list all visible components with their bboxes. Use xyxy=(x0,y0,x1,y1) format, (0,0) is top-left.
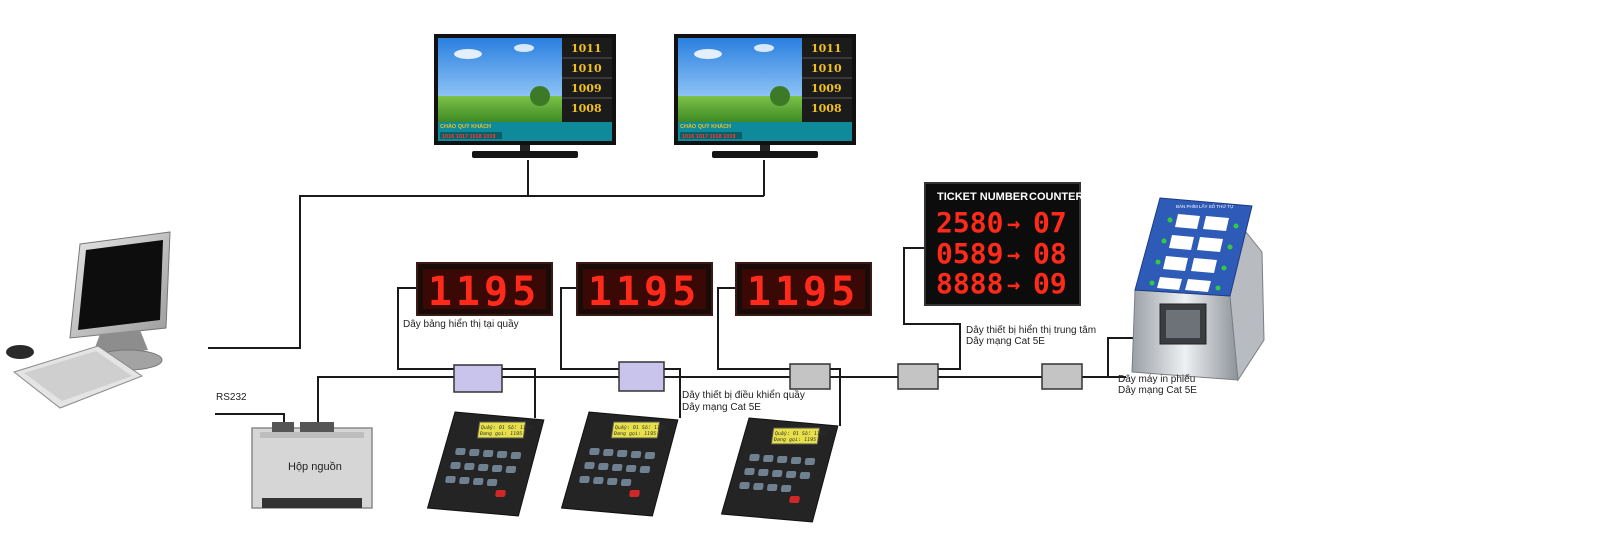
board-counter: 07 xyxy=(1033,206,1067,239)
keypad-lcd xyxy=(476,421,527,439)
arrow-right-icon: → xyxy=(1007,243,1020,268)
board-ticket: 0589 xyxy=(936,237,1003,270)
keypad-lcd-line: Đang gọi: 1195 xyxy=(613,431,656,437)
tv-ticker: 1016 1017 1018 1019 xyxy=(442,134,496,140)
connector-box-2 xyxy=(618,361,665,392)
tv-queue-row: 1009 xyxy=(811,82,842,95)
hub-port xyxy=(300,422,334,432)
tv-stand xyxy=(712,151,818,158)
display1-cable xyxy=(397,287,454,370)
board-ticket: 8888 xyxy=(936,267,1003,300)
connector-box-3 xyxy=(789,363,831,390)
board-ticket: 2580 xyxy=(936,206,1003,239)
tv-greeting: CHÀO QUÝ KHÁCH xyxy=(680,123,731,130)
kiosk-title: BÀN PHÍM LẤY SỐ THỨ TỰ xyxy=(1176,203,1234,209)
kiosk-button xyxy=(1191,258,1217,273)
arrow-right-icon: → xyxy=(1007,273,1020,298)
kiosk-button xyxy=(1185,279,1211,292)
tv-cable xyxy=(208,195,764,349)
display3-cable xyxy=(717,287,790,370)
central-board-cable xyxy=(903,247,961,370)
keypad-red-key xyxy=(789,496,800,503)
tv-queue-row: 1011 xyxy=(571,42,602,55)
board-row: 0589 → 08 xyxy=(936,237,1067,270)
arrow-right-icon: → xyxy=(1007,212,1020,237)
board-counter: 09 xyxy=(1033,267,1067,300)
keypad-lcd-line: Đang gọi: 1195 xyxy=(479,431,522,437)
counter-display-2: 1195 xyxy=(576,262,713,316)
board-row: 2580 → 07 xyxy=(936,206,1067,239)
power-hub: Hộp nguồn xyxy=(251,422,373,509)
counter-number: 1195 xyxy=(747,269,859,315)
label-central-display-cat5e: Dây mạng Cat 5E xyxy=(966,336,1045,347)
label-central-display-cable: Dây thiết bị hiển thị trung tâm xyxy=(966,324,1096,336)
keypad3-drop xyxy=(830,368,841,426)
monitor-screen xyxy=(78,240,163,330)
tv-queue-row: 1008 xyxy=(811,102,842,115)
kiosk-button xyxy=(1169,235,1194,250)
keypad-red-key xyxy=(629,490,640,497)
keypad-lcd-line: Quầy: 01 Số: 1195 xyxy=(774,430,826,437)
tv-stand xyxy=(472,151,578,158)
kiosk-leds xyxy=(1149,217,1239,291)
connector-box-1 xyxy=(453,364,503,393)
kiosk-button xyxy=(1203,216,1229,231)
kiosk-button xyxy=(1197,237,1223,252)
kiosk-button xyxy=(1163,256,1188,271)
tv-greeting: CHÀO QUÝ KHÁCH xyxy=(440,123,491,130)
counter-number: 1195 xyxy=(428,269,540,315)
desktop-computer xyxy=(6,231,171,409)
keypad2-drop xyxy=(663,368,681,418)
board-row: 8888 → 09 xyxy=(936,267,1067,300)
tv-monitor-1: CHÀO QUÝ KHÁCH 1016 1017 1018 1019 1011 … xyxy=(434,34,616,158)
keypad-lcd xyxy=(610,421,661,439)
tv-monitor-2: CHÀO QUÝ KHÁCH 1016 1017 1018 1019 1011 … xyxy=(674,34,856,158)
power-hub-label: Hộp nguồn xyxy=(288,461,342,473)
board-counter: 08 xyxy=(1033,237,1067,270)
keypad-lcd-line: Đang gọi: 1195 xyxy=(773,437,816,443)
tv-queue-row: 1010 xyxy=(811,62,842,75)
label-counter-control-cat5e: Dây mạng Cat 5E xyxy=(682,402,761,413)
tv-queue-list: 1011 1010 1009 1008 xyxy=(562,38,612,122)
ticket-kiosk: BÀN PHÍM LẤY SỐ THỨ TỰ xyxy=(1131,197,1265,382)
tv-queue-row: 1011 xyxy=(811,42,842,55)
counter-keypad-3: Quầy: 01 Số: 1195 Đang gọi: 1195 xyxy=(720,417,839,523)
keypad-lcd xyxy=(770,427,821,445)
label-printer-cat5e: Dây mạng Cat 5E xyxy=(1118,385,1197,396)
keypad-red-key xyxy=(495,490,506,497)
keypad1-drop xyxy=(500,368,536,418)
hub-terminal-strip xyxy=(262,498,362,508)
keypad-lcd-line: Quầy: 01 Số: 1195 xyxy=(480,424,532,431)
label-counter-control-cable: Dây thiết bị điều khiển quầy xyxy=(682,389,805,401)
connector-box-4 xyxy=(897,363,939,390)
kiosk-buttons xyxy=(1157,214,1229,292)
tv-queue-row: 1008 xyxy=(571,102,602,115)
keypad-lcd-line: Quầy: 01 Số: 1195 xyxy=(614,424,666,431)
printer-cable xyxy=(1082,337,1140,378)
label-printer-cable: Dây máy in phiếu xyxy=(1118,373,1195,385)
tv-queue-row: 1010 xyxy=(571,62,602,75)
tv-ticker: 1016 1017 1018 1019 xyxy=(682,134,736,140)
label-rs232: RS232 xyxy=(216,392,247,403)
display2-cable xyxy=(560,287,619,370)
counter-keypad-1: Quầy: 01 Số: 1195 Đang gọi: 1195 xyxy=(426,411,545,517)
central-display-board: TICKET NUMBER COUNTER 2580 → 07 0589 → 0… xyxy=(924,182,1083,306)
hub-port xyxy=(272,422,294,432)
cables xyxy=(208,160,1140,434)
mouse xyxy=(6,345,34,359)
label-counter-display-cable: Dây bảng hiển thị tại quầy xyxy=(403,318,519,330)
header-ticket-number: TICKET NUMBER xyxy=(937,191,1028,203)
counter-display-1: 1195 xyxy=(416,262,553,316)
connector-box-5 xyxy=(1041,363,1083,390)
main-bus xyxy=(317,376,1126,434)
kiosk-button xyxy=(1175,214,1200,229)
kiosk-button xyxy=(1157,277,1182,290)
tv-queue-row: 1009 xyxy=(571,82,602,95)
tv-queue-list: 1011 1010 1009 1008 xyxy=(802,38,852,122)
counter-number: 1195 xyxy=(588,269,700,315)
header-counter: COUNTER xyxy=(1029,191,1083,203)
counter-keypad-2: Quầy: 01 Số: 1195 Đang gọi: 1195 xyxy=(560,411,679,517)
counter-display-3: 1195 xyxy=(735,262,872,316)
